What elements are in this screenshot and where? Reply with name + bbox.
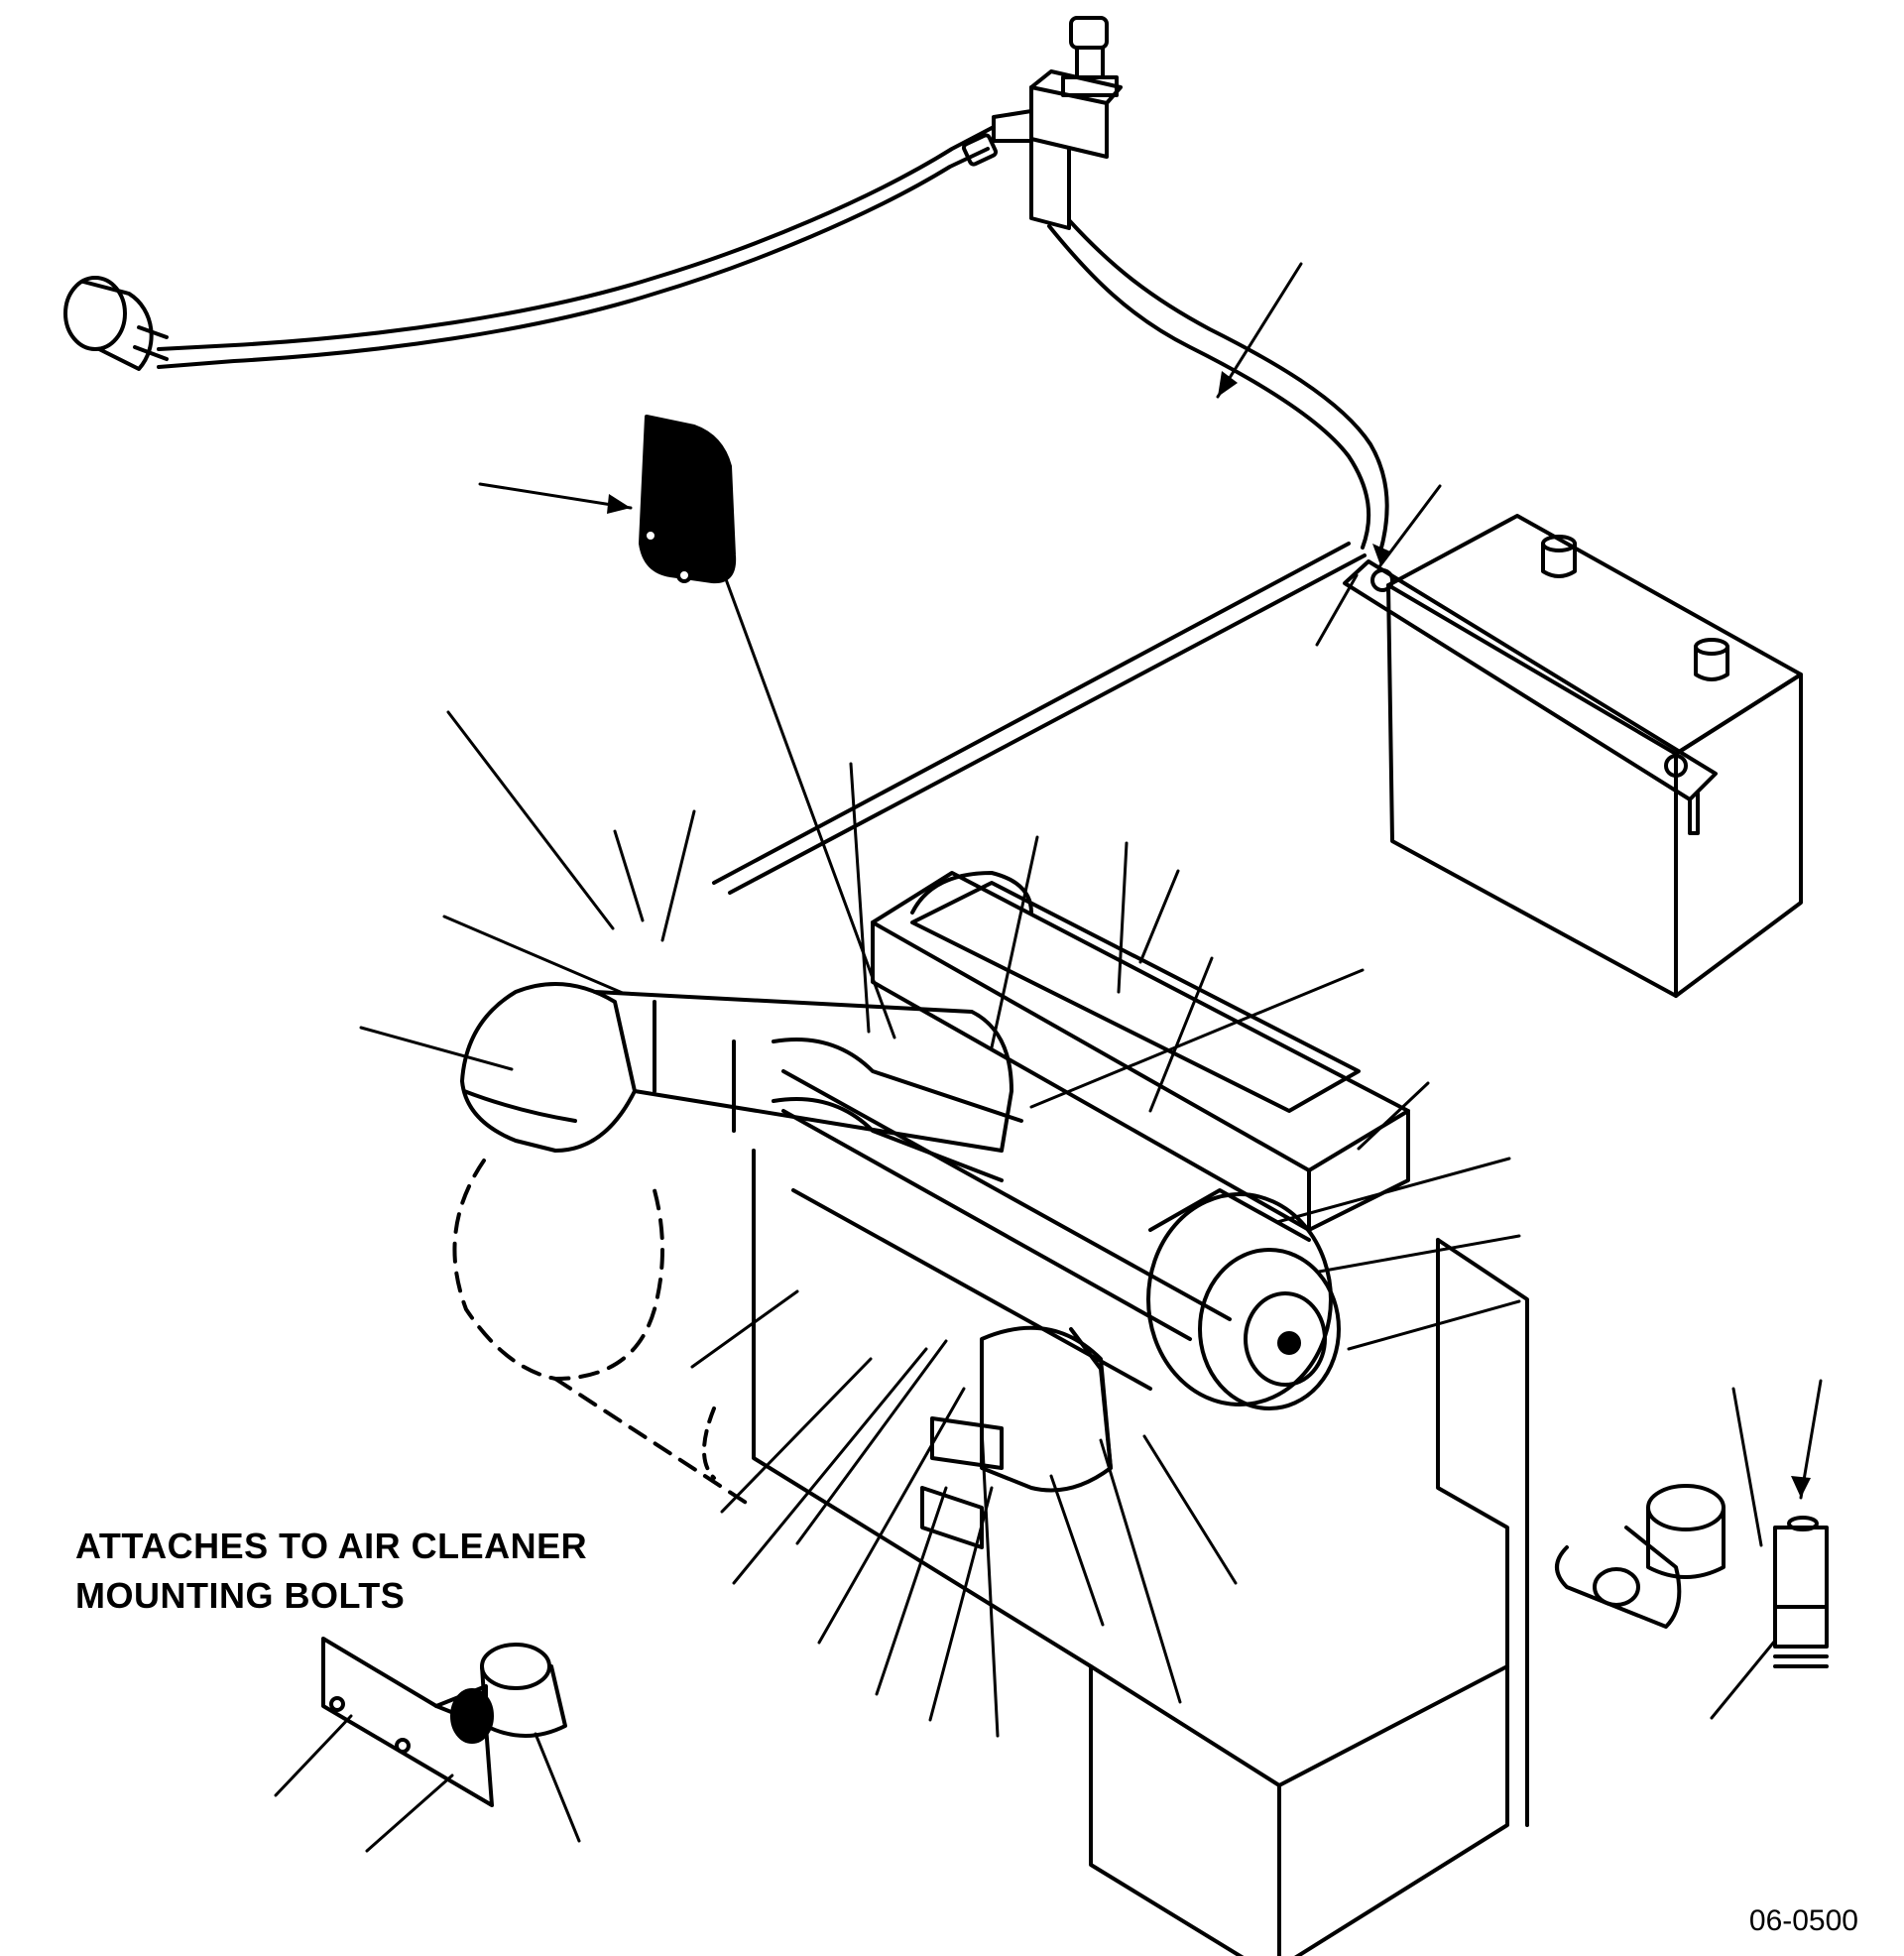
oil-pressure-sender	[1555, 1484, 1829, 1668]
note-line-2: MOUNTING BOLTS	[75, 1575, 406, 1616]
air-cleaner-note: ATTACHES TO AIR CLEANER MOUNTING BOLTS	[75, 1522, 587, 1621]
engine-block	[752, 871, 1529, 1956]
figure-number: 06-0500	[1748, 1904, 1858, 1937]
sensor-harness-assembly	[63, 16, 1389, 895]
alternator	[1146, 1188, 1341, 1410]
battery	[1343, 514, 1803, 998]
callout-leader-lines	[274, 262, 1823, 1853]
air-cleaner-switch-bracket	[321, 1637, 567, 1807]
starter-motor	[920, 1325, 1113, 1549]
air-intake-tube	[452, 982, 1023, 1510]
connector-plate	[639, 415, 737, 584]
callout-arrowheads	[607, 371, 1811, 1498]
note-line-1: ATTACHES TO AIR CLEANER	[75, 1526, 588, 1566]
